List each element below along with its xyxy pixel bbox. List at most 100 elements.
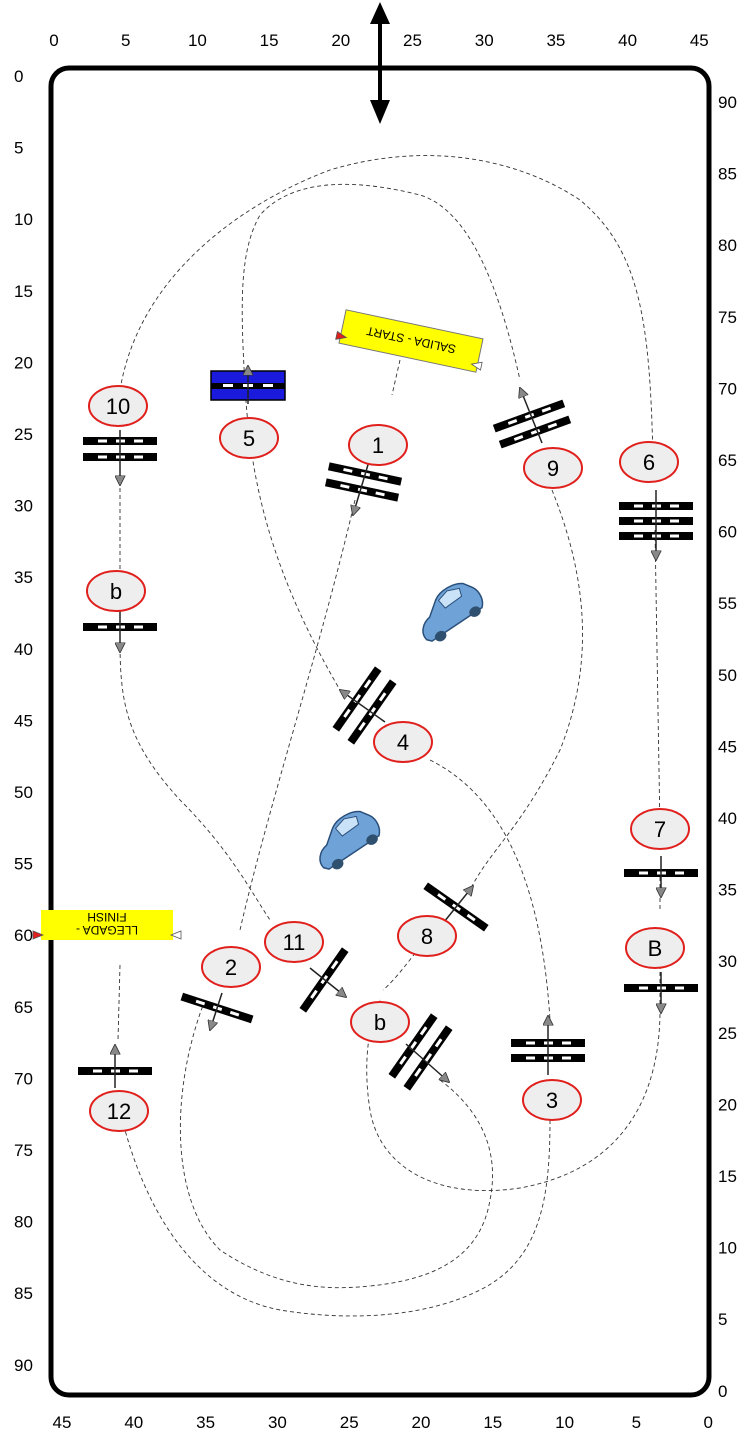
gate-9 bbox=[492, 388, 572, 449]
axis-tick-label: 30 bbox=[14, 497, 33, 516]
marker-B: B bbox=[625, 927, 685, 969]
start-pad bbox=[210, 366, 286, 404]
axis-tick-label: 0 bbox=[718, 1382, 727, 1401]
axis-tick-label: 60 bbox=[14, 926, 33, 945]
axis-tick-label: 40 bbox=[618, 31, 637, 50]
axis-tick-label: 15 bbox=[14, 282, 33, 301]
axis-tick-label: 10 bbox=[14, 210, 33, 229]
axis-tick-label: 55 bbox=[14, 855, 33, 874]
axis-tick-label: 70 bbox=[718, 379, 737, 398]
axis-tick-label: 90 bbox=[718, 93, 737, 112]
marker-b-left: b bbox=[86, 570, 146, 612]
marker-label: 5 bbox=[243, 426, 255, 451]
axis-tick-label: 75 bbox=[718, 308, 737, 327]
marker-label: b bbox=[110, 579, 122, 604]
marker-label: 3 bbox=[546, 1088, 558, 1113]
axis-tick-label: 30 bbox=[718, 952, 737, 971]
axis-tick-label: 45 bbox=[690, 31, 709, 50]
axis-tick-label: 70 bbox=[14, 1069, 33, 1088]
axis-tick-label: 35 bbox=[718, 881, 737, 900]
axis-tick-label: 15 bbox=[718, 1167, 737, 1186]
axis-tick-label: 45 bbox=[718, 737, 737, 756]
axis-tick-label: 25 bbox=[340, 1413, 359, 1432]
gate-7 bbox=[624, 856, 698, 897]
axis-tick-label: 45 bbox=[14, 711, 33, 730]
gate-b-left bbox=[83, 610, 157, 652]
marker-4: 4 bbox=[373, 721, 433, 763]
axis-tick-label: 85 bbox=[718, 165, 737, 184]
marker-label: 2 bbox=[225, 955, 237, 980]
gate-4 bbox=[332, 666, 397, 745]
axis-tick-label: 10 bbox=[555, 1413, 574, 1432]
axis-tick-label: 50 bbox=[718, 666, 737, 685]
gate-10 bbox=[83, 430, 157, 485]
axis-tick-label: 50 bbox=[14, 783, 33, 802]
axis-tick-label: 35 bbox=[14, 568, 33, 587]
gate-6 bbox=[619, 490, 693, 560]
axis-tick-label: 80 bbox=[14, 1213, 33, 1232]
marker-label: 4 bbox=[397, 730, 409, 755]
axis-tick-label: 15 bbox=[483, 1413, 502, 1432]
axis-tick-label: 20 bbox=[718, 1095, 737, 1114]
axis-tick-label: 80 bbox=[718, 236, 737, 255]
marker-7: 7 bbox=[630, 808, 690, 850]
marker-label: 1 bbox=[372, 433, 384, 458]
axis-tick-label: 15 bbox=[260, 31, 279, 50]
axis-tick-label: 20 bbox=[331, 31, 350, 50]
gate-11 bbox=[299, 947, 349, 1013]
marker-label: 6 bbox=[643, 450, 655, 475]
axis-tick-label: 55 bbox=[718, 594, 737, 613]
entrance-arrow bbox=[370, 2, 390, 124]
top-axis: 0 5 10 15 20 25 30 35 40 45 bbox=[49, 31, 708, 50]
marker-b-center: b bbox=[350, 1001, 410, 1043]
finish-banner-line1: LLEGADA - bbox=[76, 923, 138, 937]
gate-3 bbox=[511, 1016, 585, 1075]
axis-tick-label: 5 bbox=[718, 1310, 727, 1329]
marker-10: 10 bbox=[88, 385, 148, 427]
marker-label: 7 bbox=[654, 817, 666, 842]
axis-tick-label: 90 bbox=[14, 1356, 33, 1375]
gate-2 bbox=[180, 992, 254, 1030]
gate-8 bbox=[423, 882, 489, 932]
gate-B bbox=[624, 972, 698, 1013]
axis-tick-label: 10 bbox=[188, 31, 207, 50]
marker-label: B bbox=[648, 936, 663, 961]
axis-tick-label: 45 bbox=[53, 1413, 72, 1432]
marker-label: 10 bbox=[106, 394, 130, 419]
axis-tick-label: 25 bbox=[403, 31, 422, 50]
marker-3: 3 bbox=[522, 1079, 582, 1121]
marker-2: 2 bbox=[201, 946, 261, 988]
axis-tick-label: 30 bbox=[268, 1413, 287, 1432]
marker-label: 8 bbox=[421, 924, 433, 949]
axis-tick-label: 0 bbox=[14, 67, 23, 86]
marker-8: 8 bbox=[397, 915, 457, 957]
axis-tick-label: 65 bbox=[718, 451, 737, 470]
axis-tick-label: 30 bbox=[475, 31, 494, 50]
axis-tick-label: 35 bbox=[196, 1413, 215, 1432]
finish-banner-line2: FINISH bbox=[87, 910, 126, 924]
axis-tick-label: 5 bbox=[14, 139, 23, 158]
axis-tick-label: 5 bbox=[632, 1413, 641, 1432]
axis-tick-label: 85 bbox=[14, 1284, 33, 1303]
gate-12 bbox=[78, 1045, 152, 1088]
marker-label: 9 bbox=[547, 456, 559, 481]
axis-tick-label: 35 bbox=[546, 31, 565, 50]
axis-tick-label: 40 bbox=[124, 1413, 143, 1432]
axis-tick-label: 0 bbox=[49, 31, 58, 50]
axis-tick-label: 20 bbox=[412, 1413, 431, 1432]
marker-5: 5 bbox=[219, 417, 279, 459]
marker-label: 11 bbox=[283, 930, 306, 955]
axis-tick-label: 60 bbox=[718, 523, 737, 542]
marker-11: 11 bbox=[264, 921, 324, 963]
axis-tick-label: 10 bbox=[718, 1239, 737, 1258]
start-banner: SALIDA - START bbox=[335, 309, 484, 373]
finish-banner: LLEGADA - FINISH bbox=[32, 910, 182, 940]
axis-tick-label: 20 bbox=[14, 353, 33, 372]
marker-9: 9 bbox=[523, 447, 583, 489]
axis-tick-label: 5 bbox=[121, 31, 130, 50]
axis-tick-label: 0 bbox=[703, 1413, 712, 1432]
axis-tick-label: 25 bbox=[14, 425, 33, 444]
